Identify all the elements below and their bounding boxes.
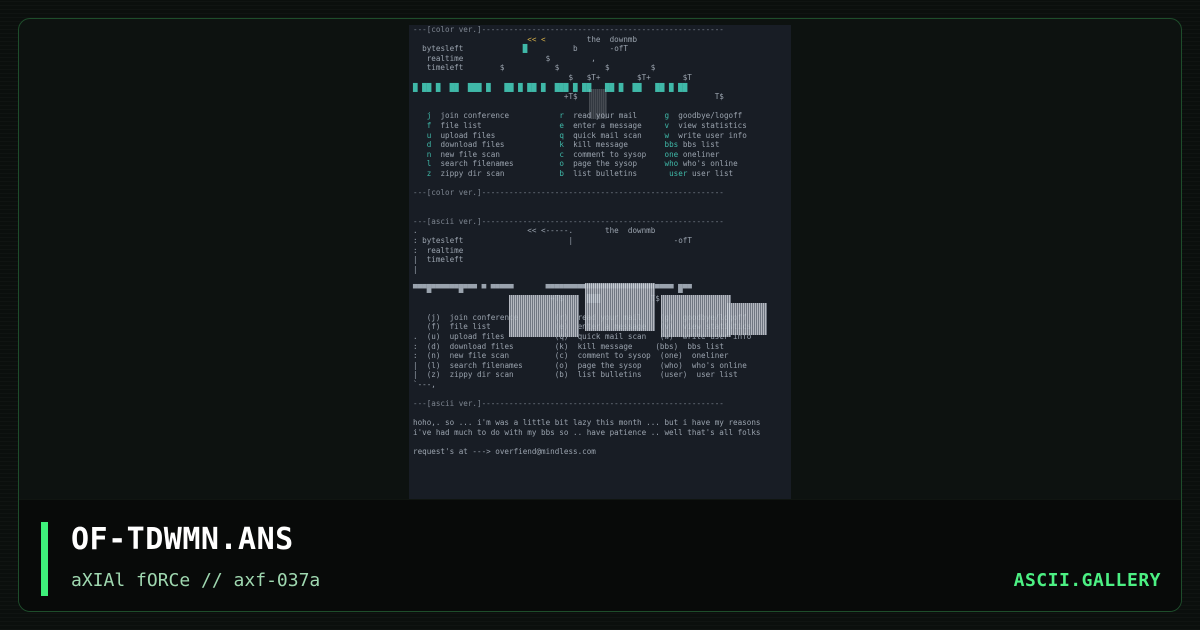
ascii-version-header: ---[ascii ver.]-------------------------…	[413, 216, 724, 226]
stat-timeleft: timeleft	[426, 63, 464, 73]
of-tag: -ofT	[609, 44, 628, 54]
ascii-logo-block-3	[661, 295, 731, 337]
file-title: OF-TDWMN.ANS	[71, 522, 294, 557]
stat-realtime: realtime	[426, 53, 464, 63]
color-logo-block	[589, 89, 607, 119]
group-subtitle: aXIAl fORCe // axf-037a	[71, 570, 321, 591]
ascii-logo-block-4	[727, 303, 767, 335]
info-bar: OF-TDWMN.ANS aXIAl fORCe // axf-037a ASC…	[19, 499, 1181, 611]
footer-message-1: hoho,. so ... i'm was a little bit lazy …	[413, 418, 761, 428]
ascii-logo-block-2	[585, 283, 655, 331]
accent-stripe	[41, 522, 48, 596]
color-version-header: ---[color ver.]-------------------------…	[413, 25, 724, 34]
stat-bytesleft: bytesleft	[422, 44, 464, 54]
art-text: ---[color ver.]-------------------------…	[413, 25, 761, 457]
brand-link[interactable]: ASCII.GALLERY	[1013, 570, 1161, 591]
artwork-card: ---[color ver.]-------------------------…	[18, 18, 1182, 612]
footer-request: request's at ---> overfiend@mindless.com	[413, 447, 596, 457]
footer-message-2: i've had much to do with my bbs so .. ha…	[413, 427, 761, 437]
logo-text-top: the downmb	[586, 34, 638, 44]
ansi-artwork-preview[interactable]: ---[color ver.]-------------------------…	[409, 25, 791, 501]
ascii-logo-block-1	[509, 295, 579, 337]
